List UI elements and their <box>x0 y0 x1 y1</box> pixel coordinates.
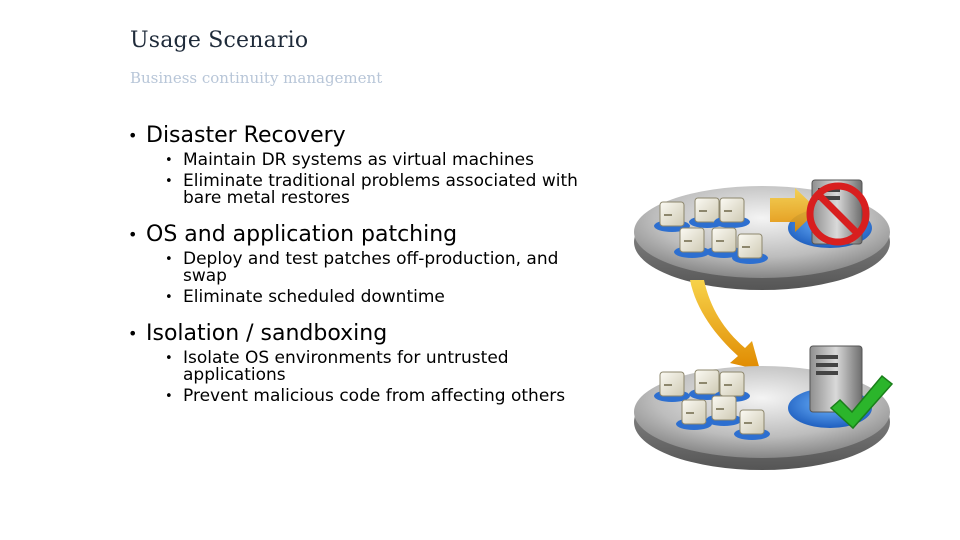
checkmark-icon <box>829 374 894 430</box>
bottom-vm-group <box>654 369 770 440</box>
sub-bullet: Maintain DR systems as virtual machines <box>128 152 598 170</box>
failover-arrow <box>690 280 760 370</box>
bullet-isolation: Isolation / sandboxing <box>128 322 598 347</box>
sub-bullet: Isolate OS environments for untrusted ap… <box>128 350 598 384</box>
virtualization-illustration <box>634 179 894 470</box>
recovered-server <box>809 345 863 413</box>
slide-subtitle: Business continuity management <box>130 69 383 87</box>
bullet-disaster-recovery: Disaster Recovery <box>128 124 598 149</box>
sub-bullet: Prevent malicious code from affecting ot… <box>128 388 598 406</box>
slide-title: Usage Scenario <box>130 28 309 53</box>
prohibited-icon <box>806 182 870 246</box>
sub-bullet: Deploy and test patches off-production, … <box>128 251 598 285</box>
sub-bullet: Eliminate scheduled downtime <box>128 289 598 307</box>
migration-arrow-top <box>770 188 818 232</box>
bullet-os-patching: OS and application patching <box>128 223 598 248</box>
bullet-list: Disaster Recovery Maintain DR systems as… <box>128 124 598 406</box>
sub-bullet: Eliminate traditional problems associate… <box>128 173 598 207</box>
top-vm-group <box>654 197 768 264</box>
